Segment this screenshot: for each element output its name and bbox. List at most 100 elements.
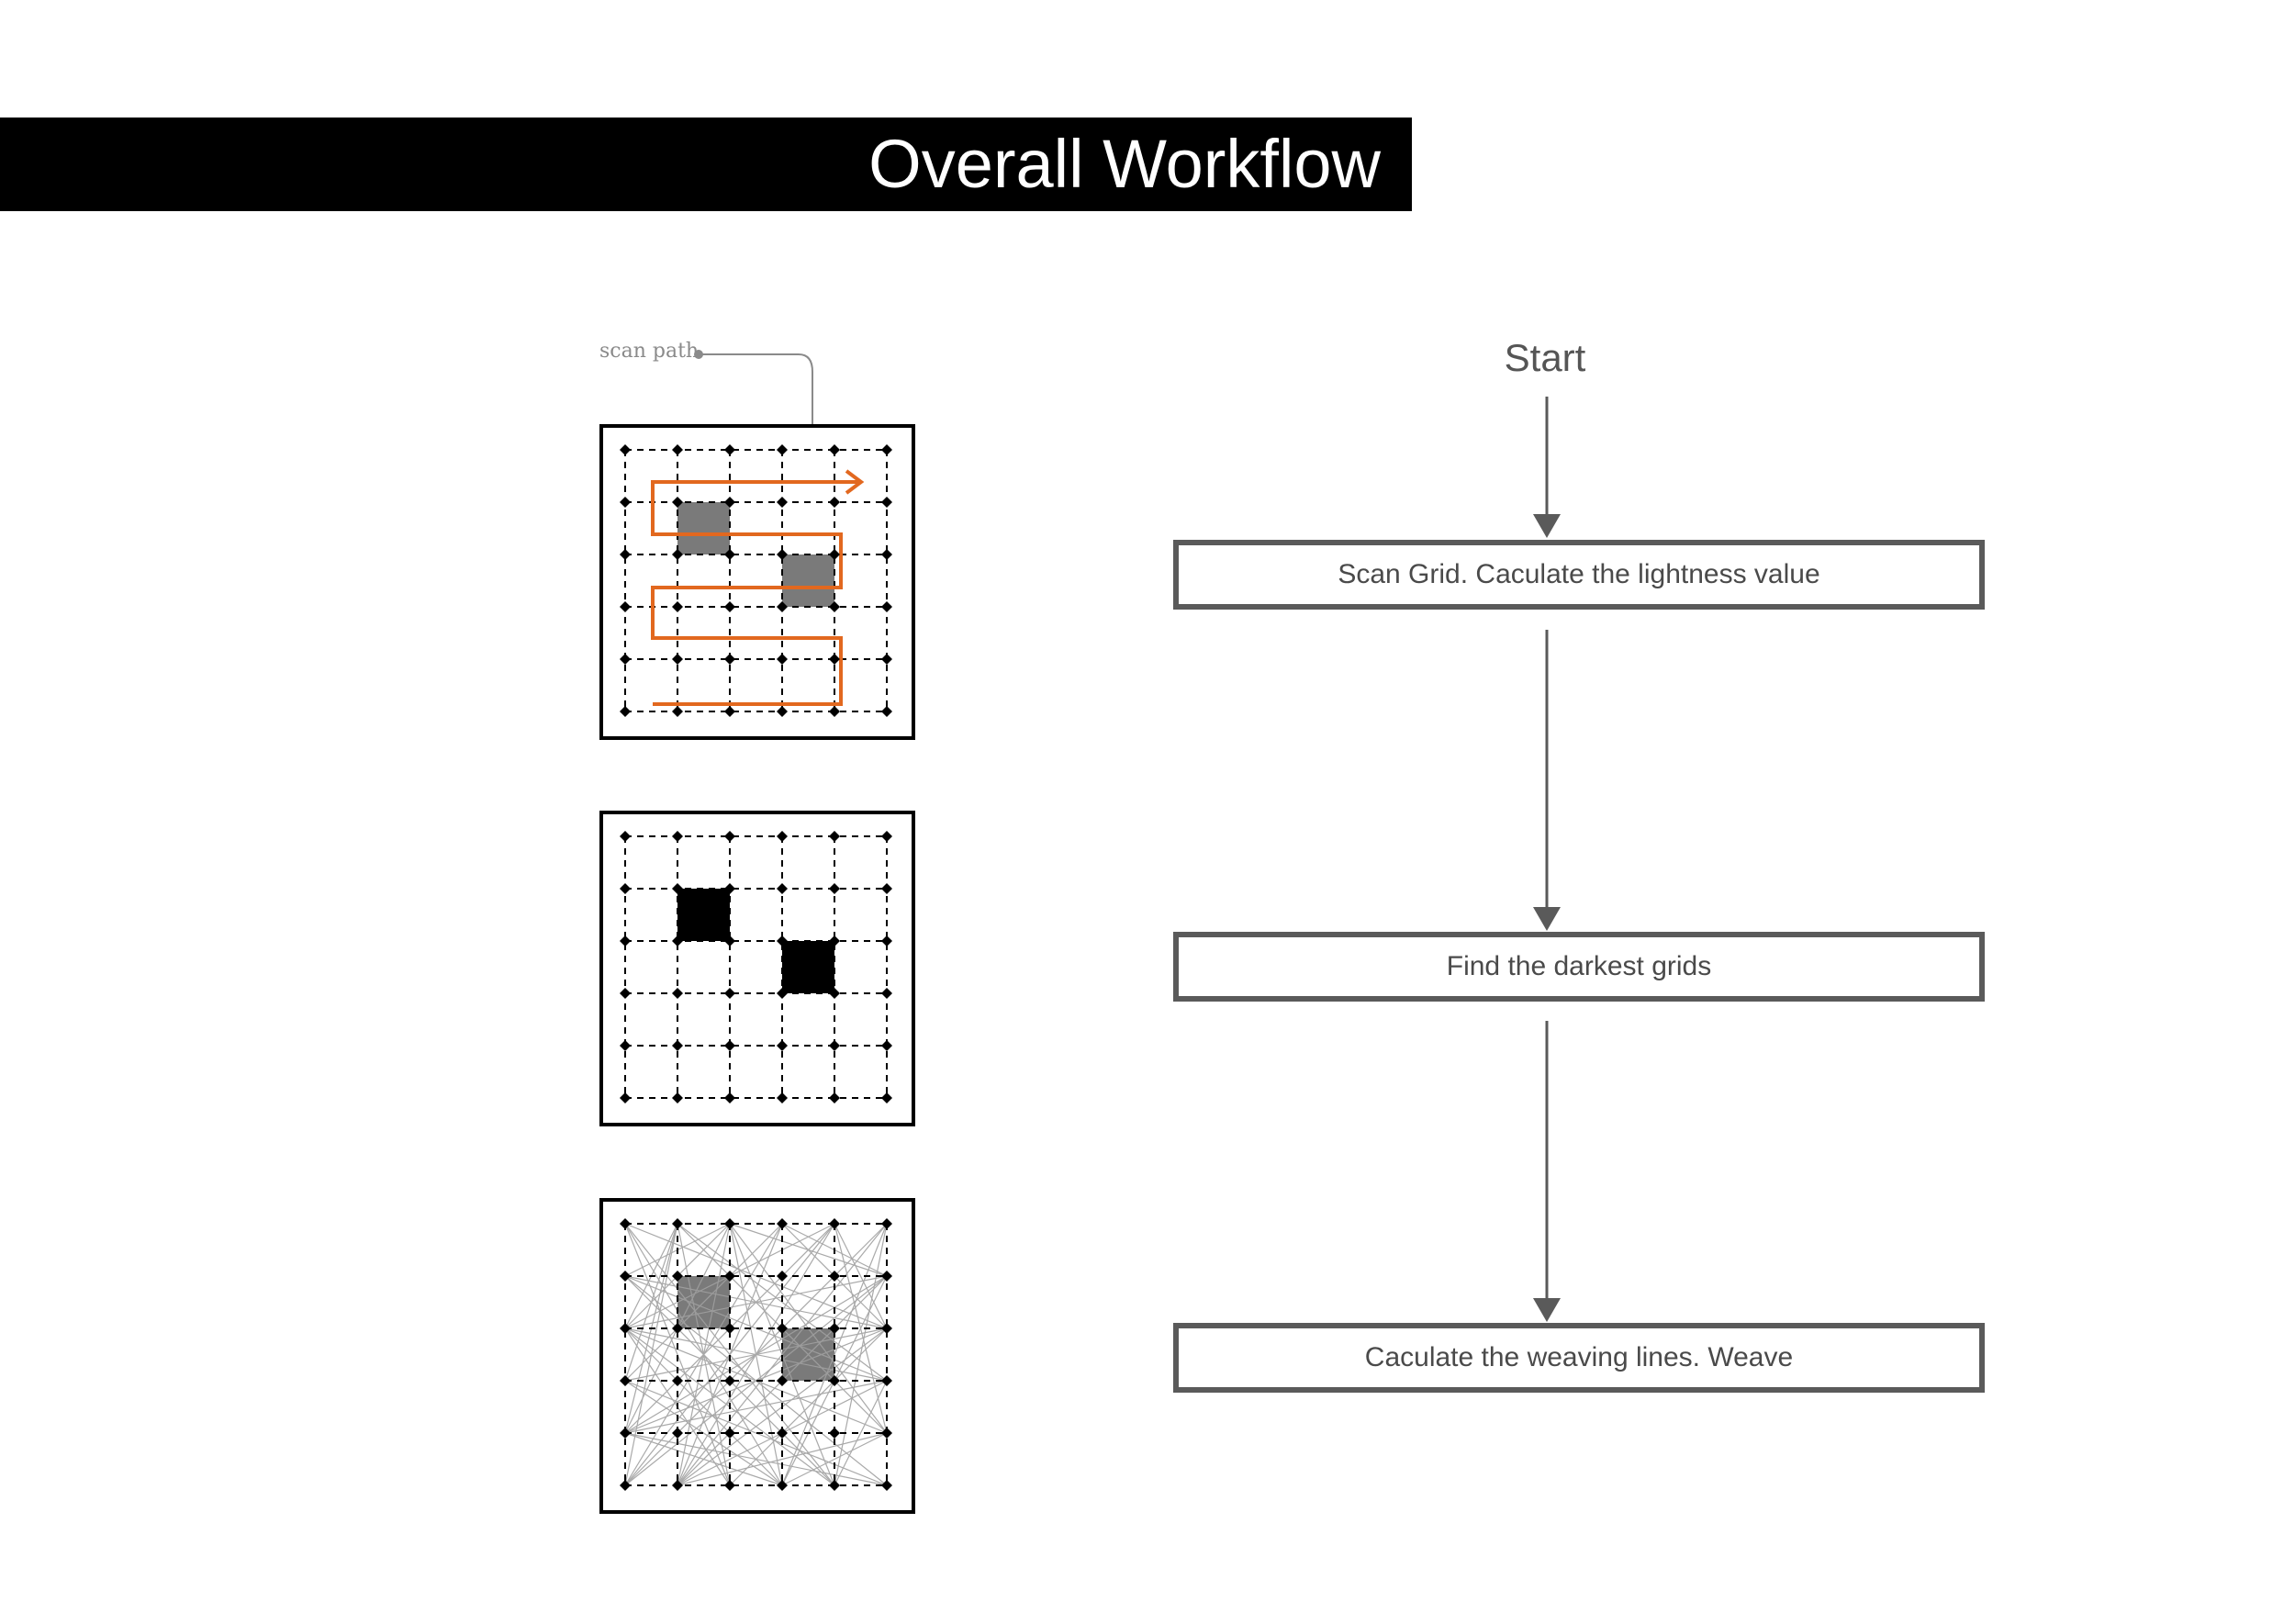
grid-node-icon — [829, 883, 840, 894]
grid-node-icon — [620, 1375, 631, 1386]
grid-node-icon — [829, 497, 840, 508]
grid-node-icon — [620, 1271, 631, 1282]
grid-node-icon — [881, 1040, 892, 1051]
weave-line — [624, 1223, 783, 1382]
weave-line — [624, 1327, 888, 1434]
panel-frame — [599, 811, 915, 1126]
grid-node-icon — [829, 1040, 840, 1051]
weave-line — [781, 1432, 888, 1486]
grid-node-icon — [620, 549, 631, 560]
grid-node-icon — [672, 831, 683, 842]
grid-node-icon — [620, 1323, 631, 1334]
grid-node-icon — [829, 706, 840, 717]
weave-line — [834, 1223, 888, 1486]
grid-node-icon — [724, 444, 735, 455]
grid-node-icon — [829, 601, 840, 612]
grid-node-icon — [672, 1271, 683, 1282]
grid-node-icon — [777, 1323, 788, 1334]
grid-node-icon — [724, 1271, 735, 1282]
grid-node-icon — [881, 601, 892, 612]
grid-node-icon — [777, 601, 788, 612]
grid-node-icon — [724, 1092, 735, 1103]
weave-line — [624, 1432, 783, 1486]
grid-node-icon — [620, 1428, 631, 1439]
grid-node-icon — [724, 1218, 735, 1229]
grid-node-icon — [881, 1271, 892, 1282]
grid-node-icon — [672, 444, 683, 455]
grid-node-icon — [724, 549, 735, 560]
grid-node-icon — [881, 654, 892, 665]
grid-node-icon — [620, 1480, 631, 1491]
grid-node-icon — [777, 1218, 788, 1229]
grid-lines — [624, 449, 888, 712]
grid-node-icon — [724, 1428, 735, 1439]
grid-node-icon — [620, 1092, 631, 1103]
grid-node-icon — [777, 1092, 788, 1103]
grid-node-icon — [672, 988, 683, 999]
weave-line — [677, 1223, 783, 1486]
arrow-down-icon — [1533, 630, 1561, 931]
grid-node-icon — [724, 706, 735, 717]
grid-node-icon — [620, 883, 631, 894]
grid-node-icon — [777, 883, 788, 894]
grid-node-icon — [829, 1218, 840, 1229]
grid-node-icon — [777, 1375, 788, 1386]
scan-grid-diagram — [599, 424, 915, 740]
grid-node-icon — [777, 1271, 788, 1282]
grid-node-icon — [829, 1428, 840, 1439]
grid-node-icon — [672, 1040, 683, 1051]
grid-node-icon — [881, 444, 892, 455]
grid-node-icon — [777, 549, 788, 560]
dark-cell — [677, 889, 730, 941]
grid-node-icon — [881, 1218, 892, 1229]
grid-node-icon — [881, 706, 892, 717]
grid-node-icon — [620, 1218, 631, 1229]
grid-node-icon — [724, 601, 735, 612]
arrow-down-icon — [1533, 1021, 1561, 1322]
grid-node-icon — [777, 935, 788, 946]
flow-step-weave: Caculate the weaving lines. Weave — [1173, 1323, 1985, 1393]
grid-node-icon — [620, 935, 631, 946]
grid-node-icon — [829, 1271, 840, 1282]
grid-node-icon — [829, 1323, 840, 1334]
grid-node-icon — [672, 935, 683, 946]
weave-line — [834, 1223, 888, 1329]
grid-node-icon — [829, 1092, 840, 1103]
dark-cell — [782, 941, 834, 993]
weave-line — [624, 1380, 783, 1486]
grid-node-icon — [881, 549, 892, 560]
grid-node-icon — [724, 988, 735, 999]
panel-scan-grid — [599, 424, 915, 740]
grid-node-icon — [620, 706, 631, 717]
grid-node-icon — [724, 883, 735, 894]
grid-node-icon — [829, 988, 840, 999]
weave-line — [834, 1223, 888, 1434]
grid-node-icon — [829, 1480, 840, 1491]
flow-start-label: Start — [1504, 336, 1586, 379]
grid-node-icon — [829, 654, 840, 665]
grid-node-icon — [724, 1040, 735, 1051]
grid-node-icon — [881, 935, 892, 946]
grid-node-icon — [620, 444, 631, 455]
grid-node-icon — [620, 1040, 631, 1051]
panel-darkest-grids — [599, 811, 915, 1126]
grid-node-icon — [777, 706, 788, 717]
grid-node-icon — [620, 497, 631, 508]
grid-node-icon — [777, 1428, 788, 1439]
dark-cell — [677, 502, 730, 554]
grid-node-icon — [881, 883, 892, 894]
grid-node-icon — [672, 1323, 683, 1334]
grid-node-icon — [672, 883, 683, 894]
weave-line — [677, 1432, 888, 1486]
grid-node-icon — [829, 444, 840, 455]
grid-node-icon — [881, 1428, 892, 1439]
grid-node-icon — [881, 1092, 892, 1103]
panel-weave-lines — [599, 1198, 915, 1514]
weave-line — [624, 1327, 888, 1382]
flow-step-label: Caculate the weaving lines. Weave — [1364, 1342, 1794, 1372]
grid-node-icon — [672, 1428, 683, 1439]
arrow-down-icon — [1533, 397, 1561, 538]
grid-node-icon — [724, 1375, 735, 1386]
flow-step-find-darkest: Find the darkest grids — [1173, 932, 1985, 1002]
grid-node-icon — [777, 444, 788, 455]
